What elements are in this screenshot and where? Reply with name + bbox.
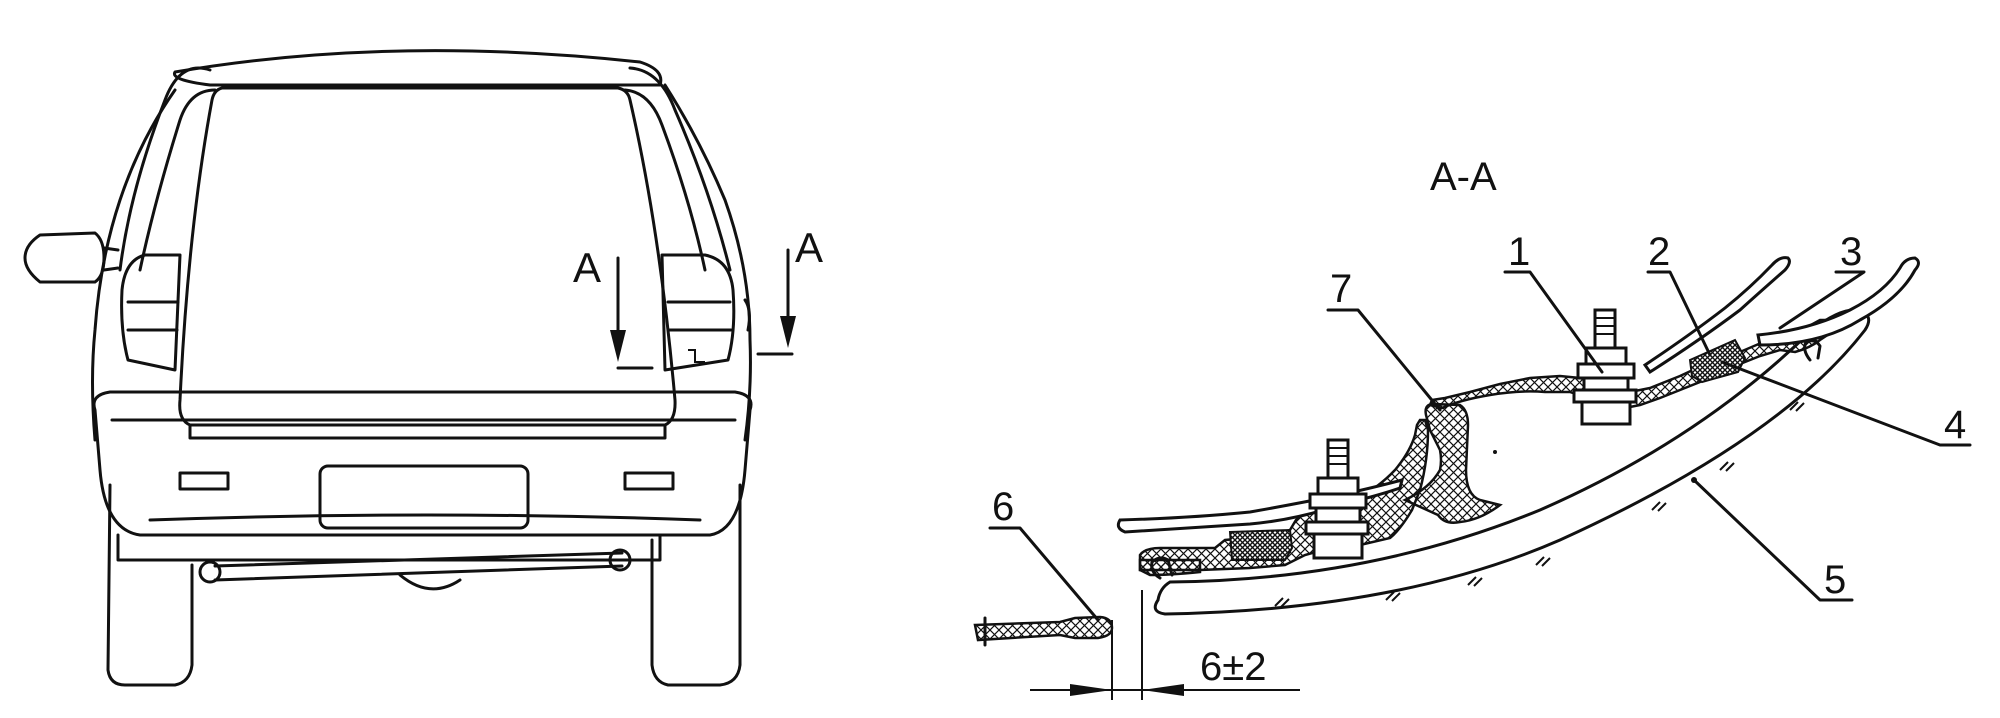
section-mark-right: A bbox=[795, 224, 823, 271]
callout-3: 3 bbox=[1840, 230, 1862, 274]
vehicle-rear-view bbox=[23, 49, 753, 687]
section-title: A-A bbox=[1430, 155, 1497, 199]
callout-2: 2 bbox=[1648, 230, 1670, 274]
callout-4: 4 bbox=[1944, 403, 1966, 447]
section-cut-markers: A A bbox=[573, 224, 823, 370]
callout-7: 7 bbox=[1330, 267, 1352, 311]
sealant-block-upper bbox=[1688, 338, 1747, 384]
sealant-block-lower bbox=[1228, 528, 1294, 561]
dimension-gap: 6±2 bbox=[1030, 590, 1300, 700]
callout-5: 5 bbox=[1824, 558, 1846, 602]
dimension-label: 6±2 bbox=[1200, 645, 1266, 689]
callout-6: 6 bbox=[992, 485, 1014, 529]
bolt-nut-upper bbox=[1572, 308, 1638, 426]
callout-1: 1 bbox=[1508, 230, 1530, 274]
bolt-nut-lower bbox=[1304, 438, 1370, 560]
callout-leaders: 1 2 3 4 5 6 7 bbox=[988, 230, 1972, 622]
section-mark-left: A bbox=[573, 244, 601, 291]
section-a-a-drawing bbox=[973, 256, 1920, 647]
